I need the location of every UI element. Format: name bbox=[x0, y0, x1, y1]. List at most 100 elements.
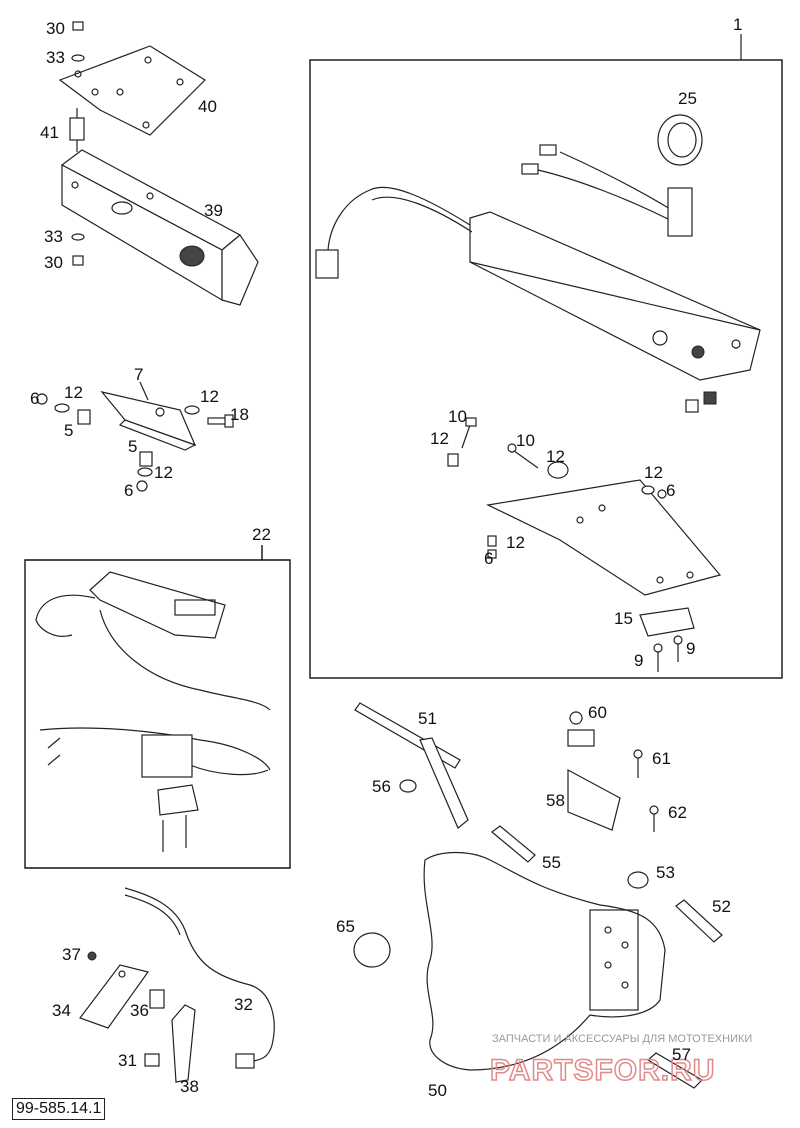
label-57: 57 bbox=[672, 1045, 691, 1064]
part-12-washer-e bbox=[547, 461, 569, 479]
part-65-clamp bbox=[353, 932, 391, 968]
part-55-bolt bbox=[491, 825, 536, 863]
label-62: 62 bbox=[668, 803, 687, 822]
label-5-b: 5 bbox=[128, 437, 137, 456]
label-18: 18 bbox=[230, 405, 249, 424]
part-62-screw bbox=[649, 805, 659, 832]
label-30-top: 30 bbox=[46, 19, 65, 38]
label-55: 55 bbox=[542, 853, 561, 872]
part-57-tube bbox=[646, 1052, 703, 1089]
part-18-bolt bbox=[207, 414, 234, 428]
part-38-link bbox=[171, 1004, 196, 1083]
watermark-logo: PARTSFOR.RU bbox=[490, 1054, 715, 1087]
part-61-screw bbox=[633, 749, 643, 778]
label-30-bottom: 30 bbox=[44, 253, 63, 272]
part-58-plate bbox=[567, 768, 621, 831]
label-7: 7 bbox=[134, 365, 143, 384]
part-6-nut-b bbox=[136, 480, 148, 492]
label-25: 25 bbox=[678, 89, 697, 108]
label-12-b: 12 bbox=[200, 387, 219, 406]
label-6-b: 6 bbox=[124, 481, 133, 500]
label-36: 36 bbox=[130, 1001, 149, 1020]
part-12-washer-a bbox=[54, 403, 70, 413]
label-12-e: 12 bbox=[546, 447, 565, 466]
label-39: 39 bbox=[204, 201, 223, 220]
part-1-lamp-housing bbox=[315, 186, 761, 413]
label-33-top: 33 bbox=[46, 48, 65, 67]
part-6-nut-d bbox=[487, 549, 497, 559]
label-31: 31 bbox=[118, 1051, 137, 1070]
label-6-c: 6 bbox=[666, 481, 675, 500]
part-12-washer-d bbox=[447, 453, 459, 467]
label-1: 1 bbox=[733, 15, 742, 34]
connector-cable bbox=[521, 144, 693, 237]
part-36-bushing bbox=[149, 989, 165, 1009]
label-60: 60 bbox=[588, 703, 607, 722]
part-37-screw bbox=[87, 951, 97, 961]
part-5-spacer-b bbox=[139, 451, 153, 467]
part-6-nut-a bbox=[36, 393, 48, 405]
part-31-pin bbox=[144, 1053, 160, 1067]
label-51: 51 bbox=[418, 709, 437, 728]
label-6-d: 6 bbox=[484, 549, 493, 568]
label-12-c: 12 bbox=[154, 463, 173, 482]
part-15-clip bbox=[639, 607, 695, 637]
part-12-washer-f bbox=[641, 485, 655, 495]
part-32-cable bbox=[124, 887, 275, 1069]
label-53: 53 bbox=[656, 863, 675, 882]
label-58: 58 bbox=[546, 791, 565, 810]
label-9-b: 9 bbox=[686, 639, 695, 658]
part-10-screw-a bbox=[461, 417, 477, 449]
label-38: 38 bbox=[180, 1077, 199, 1096]
label-40: 40 bbox=[198, 97, 217, 116]
part-7-bracket bbox=[100, 381, 197, 451]
label-12-f: 12 bbox=[644, 463, 663, 482]
part-56-nut bbox=[399, 779, 417, 793]
part-41-rubber-mount bbox=[69, 108, 85, 152]
label-41: 41 bbox=[40, 123, 59, 142]
diagram-code: 99-585.14.1 bbox=[12, 1098, 106, 1120]
label-56: 56 bbox=[372, 777, 391, 796]
assembly-1-frame bbox=[309, 59, 783, 679]
label-52: 52 bbox=[712, 897, 731, 916]
label-65: 65 bbox=[336, 917, 355, 936]
part-5-spacer-a bbox=[77, 409, 91, 425]
part-34-bracket bbox=[79, 964, 150, 1029]
lower-lamp-bracket bbox=[486, 479, 722, 596]
part-53-nut bbox=[627, 871, 649, 889]
label-37: 37 bbox=[62, 945, 81, 964]
part-39-bracket bbox=[60, 149, 259, 306]
label-12-d: 12 bbox=[430, 429, 449, 448]
part-6-nut-c bbox=[657, 489, 667, 499]
part-9-screw-a bbox=[653, 643, 663, 672]
assembly-22-frame bbox=[24, 545, 291, 869]
watermark-text: ЗАПЧАСТИ И АКСЕССУАРЫ ДЛЯ МОТОТЕХНИКИ bbox=[492, 1033, 752, 1045]
part-52-bolt bbox=[675, 899, 723, 943]
part-30-nut-top bbox=[72, 21, 84, 31]
part-25-cable-clamp bbox=[657, 114, 703, 166]
part-40-plate bbox=[58, 45, 206, 136]
label-12-a: 12 bbox=[64, 383, 83, 402]
label-34: 34 bbox=[52, 1001, 71, 1020]
label-10-a: 10 bbox=[448, 407, 467, 426]
label-6-a: 6 bbox=[30, 389, 39, 408]
part-9-screw-b bbox=[673, 635, 683, 662]
label-9-a: 9 bbox=[634, 651, 643, 670]
label-15: 15 bbox=[614, 609, 633, 628]
part-12-washer-g bbox=[487, 535, 497, 547]
part-12-washer-b bbox=[184, 405, 200, 415]
label-22: 22 bbox=[252, 525, 271, 544]
part-33-washer-top bbox=[71, 54, 85, 62]
part-33-washer-bottom bbox=[71, 233, 85, 241]
label-50: 50 bbox=[428, 1081, 447, 1100]
part-51-lever bbox=[354, 702, 469, 829]
label-12-g: 12 bbox=[506, 533, 525, 552]
part-30-nut-bottom bbox=[72, 255, 84, 266]
label-32: 32 bbox=[234, 995, 253, 1014]
part-50-chain-guard bbox=[423, 851, 666, 1071]
label-33-bottom: 33 bbox=[44, 227, 63, 246]
label-61: 61 bbox=[652, 749, 671, 768]
label-10-b: 10 bbox=[516, 431, 535, 450]
part-12-washer-c bbox=[137, 467, 153, 477]
